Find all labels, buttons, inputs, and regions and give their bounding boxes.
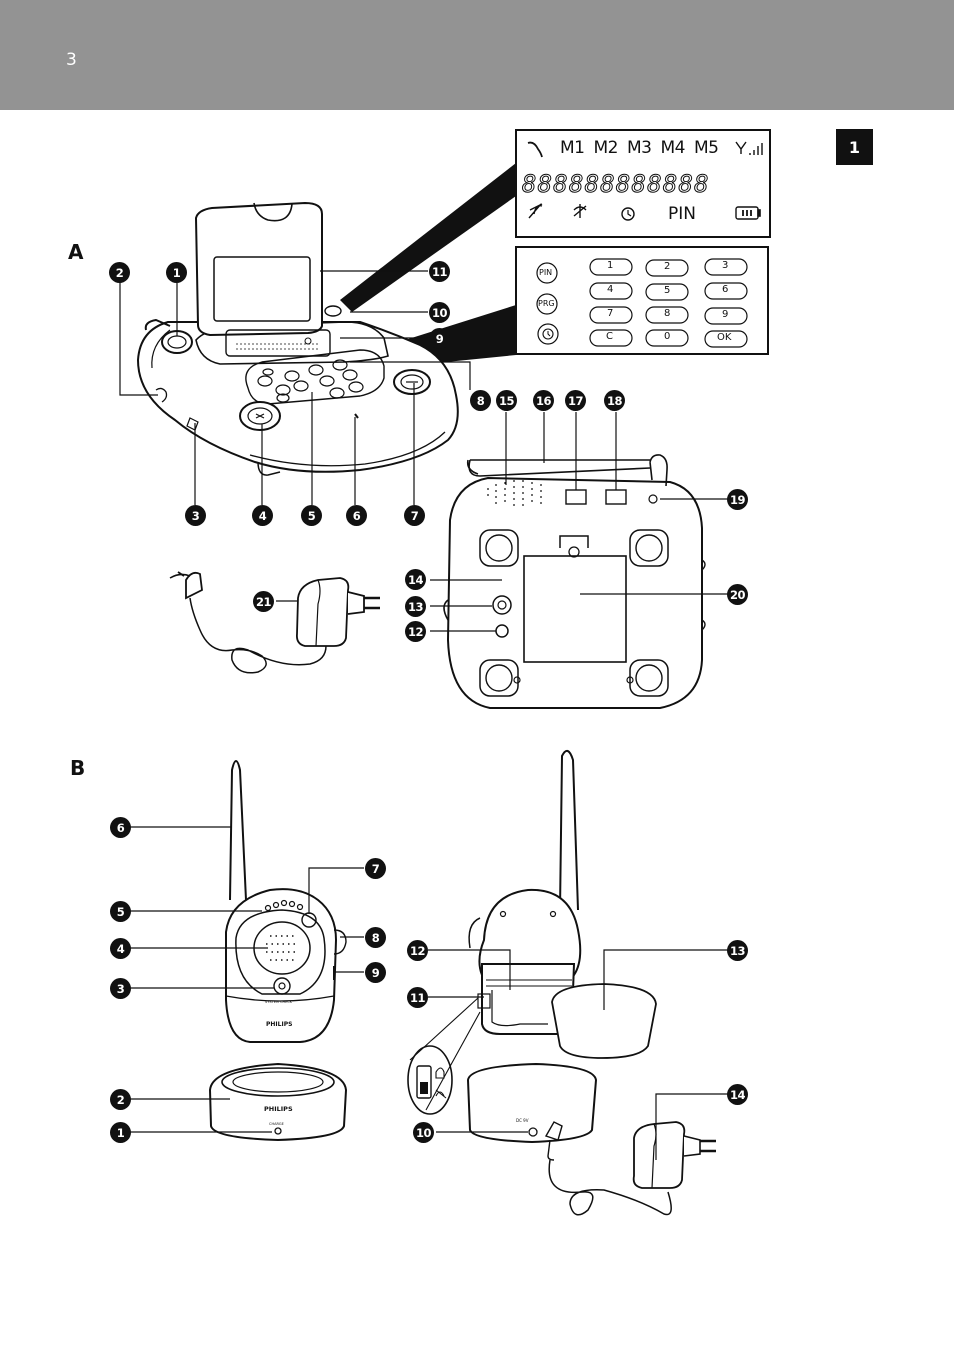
battery-icon	[735, 206, 761, 220]
pin-indicator: PIN	[668, 204, 696, 224]
callout-a-12: 12	[405, 621, 426, 642]
key-5: 5	[664, 285, 671, 296]
prg-button	[536, 293, 558, 315]
leader-lines-a2	[276, 412, 728, 632]
pin-key-label: PIN	[539, 268, 553, 277]
leader-lines-a	[119, 270, 471, 505]
callout-a-13: 13	[405, 596, 426, 617]
brand-logo-unit: PHILIPS	[266, 1021, 293, 1028]
callout-a-16: 16	[533, 390, 554, 411]
memory-indicator-m2: M2	[593, 138, 618, 158]
callout-a-10: 10	[429, 302, 450, 323]
section-a-label: A	[68, 240, 84, 264]
callout-b-6: 6	[110, 817, 131, 838]
callout-a-5: 5	[301, 505, 322, 526]
callout-b-14: 14	[727, 1084, 748, 1105]
callout-b-3: 3	[110, 978, 131, 999]
zoom-wedge-display	[340, 163, 516, 312]
callout-a-7: 7	[404, 505, 425, 526]
key-6: 6	[722, 284, 729, 295]
callout-b-9: 9	[365, 962, 386, 983]
callout-b-11: 11	[407, 987, 428, 1008]
memory-indicator-m1: M1	[560, 138, 585, 158]
callout-b-12: 12	[407, 940, 428, 961]
clock-icon	[621, 207, 635, 221]
key-2: 2	[664, 261, 671, 272]
callout-b-2: 2	[110, 1089, 131, 1110]
callout-a-6: 6	[346, 505, 367, 526]
callout-b-10: 10	[413, 1122, 434, 1143]
callout-a-8: 8	[470, 390, 491, 411]
key-0: 0	[664, 331, 671, 342]
callout-a-11: 11	[429, 261, 450, 282]
key-3: 3	[722, 260, 729, 271]
key-8: 8	[664, 308, 671, 319]
header-bar: 3	[0, 0, 954, 110]
callout-a-19: 19	[727, 489, 748, 510]
keypad-panel	[515, 246, 769, 355]
signal-antenna-icon	[735, 141, 763, 155]
baby-unit-front	[225, 760, 347, 1043]
key-4: 4	[607, 284, 614, 295]
key-9: 9	[722, 309, 729, 320]
page-number: 3	[66, 50, 77, 70]
handset-icon	[527, 141, 543, 158]
callout-a-21: 21	[253, 591, 274, 612]
memory-indicator-m4: M4	[660, 138, 685, 158]
no-ring-icon	[528, 203, 543, 219]
callout-a-15: 15	[496, 390, 517, 411]
callout-a-20: 20	[727, 584, 748, 605]
brand-logo-base: PHILIPS	[264, 1105, 293, 1113]
key-c: C	[606, 331, 613, 342]
chapter-tab: 1	[836, 129, 873, 165]
clock-button	[537, 323, 559, 345]
system-check-label: SYSTEM CHECK	[265, 1000, 293, 1004]
parent-unit-top	[136, 201, 459, 476]
section-b-label: B	[70, 756, 86, 780]
memory-indicator-m5: M5	[693, 138, 719, 158]
key-7: 7	[607, 308, 614, 319]
charger-base-b	[208, 1062, 348, 1142]
leader-lines-b2	[428, 949, 728, 1160]
callout-b-4: 4	[110, 938, 131, 959]
baby-unit-back	[407, 749, 716, 1216]
pin-button	[536, 262, 558, 284]
callout-a-14: 14	[405, 569, 426, 590]
callout-b-7: 7	[365, 858, 386, 879]
leader-lines-b	[130, 826, 364, 1133]
prg-key-label: PRG	[538, 299, 555, 308]
callout-b-13: 13	[727, 940, 748, 961]
callout-a-4: 4	[252, 505, 273, 526]
callout-a-3: 3	[185, 505, 206, 526]
charge-label: CHARGE	[269, 1122, 284, 1126]
key-1: 1	[607, 260, 614, 271]
callout-a-1: 1	[166, 262, 187, 283]
key-ok: OK	[717, 332, 732, 343]
callout-a-18: 18	[604, 390, 625, 411]
callout-a-9: 9	[429, 328, 450, 349]
callout-b-1: 1	[110, 1122, 131, 1143]
memory-indicator-m3: M3	[626, 138, 652, 158]
lcd-digits: 888888888888	[522, 170, 710, 199]
no-signal-icon	[573, 204, 587, 218]
lcd-display-panel	[515, 129, 771, 238]
callout-b-8: 8	[365, 927, 386, 948]
callout-b-5: 5	[110, 901, 131, 922]
callout-a-2: 2	[109, 262, 130, 283]
parent-unit-bottom	[443, 454, 706, 709]
power-adapter-a	[169, 571, 380, 674]
callout-a-17: 17	[565, 390, 586, 411]
dc-in-label: DC 9V	[516, 1118, 529, 1123]
